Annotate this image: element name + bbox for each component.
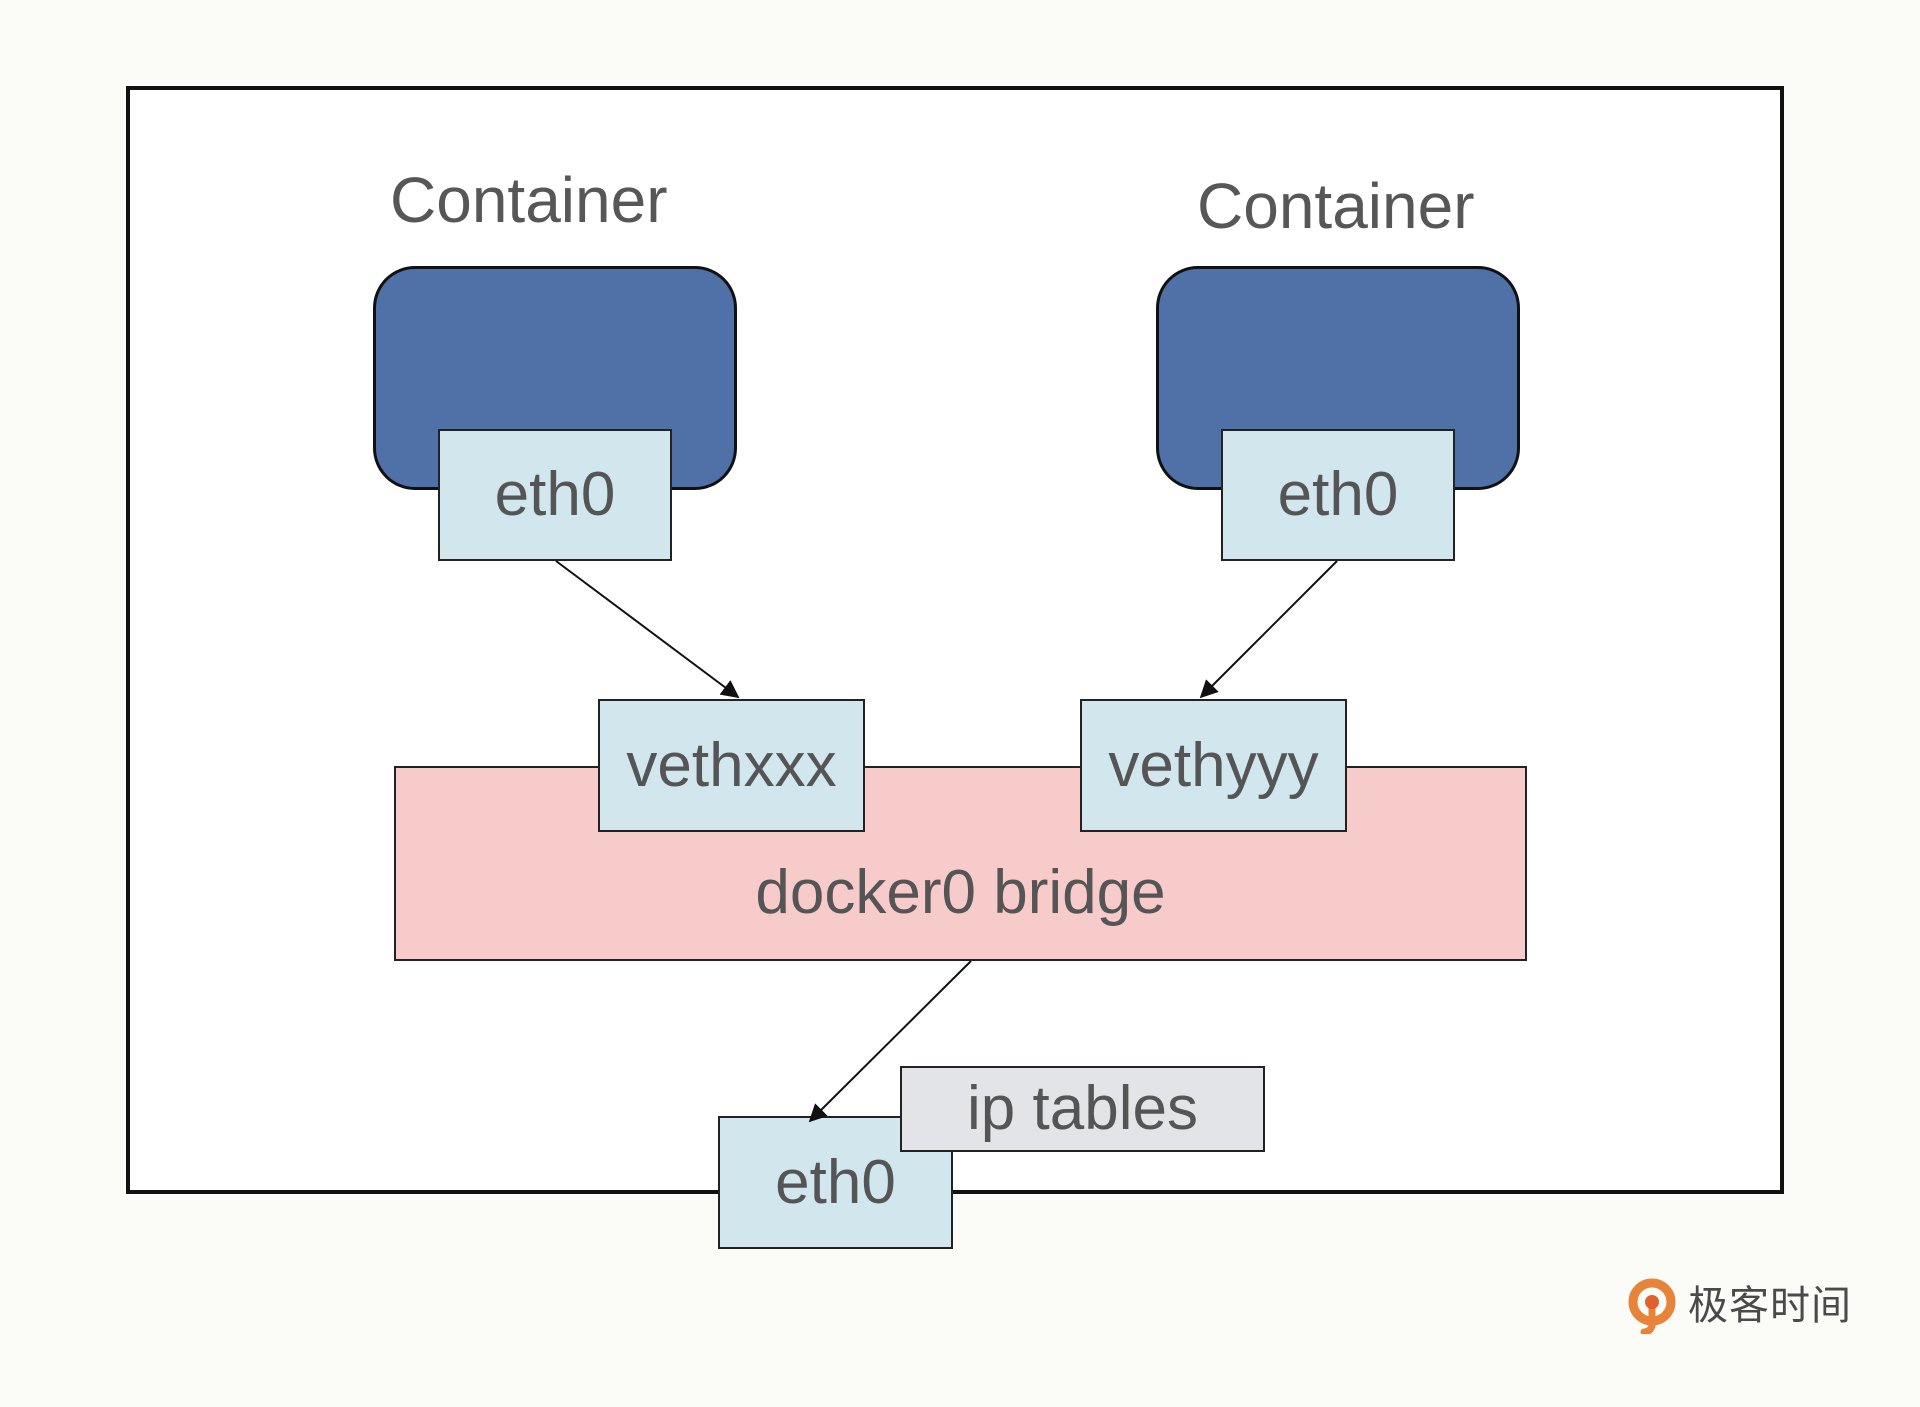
container-right-title: Container	[1197, 170, 1475, 242]
host-eth0: eth0	[718, 1116, 953, 1249]
geektime-logo-text: 极客时间	[1688, 1284, 1852, 1328]
container-left-eth0: eth0	[438, 429, 672, 561]
container-right-eth0: eth0	[1221, 429, 1455, 561]
container-left-title: Container	[390, 164, 668, 236]
host-frame	[126, 86, 1784, 1194]
geektime-logo-icon	[1628, 1278, 1676, 1334]
geektime-logo: 极客时间	[1628, 1278, 1852, 1334]
docker0-bridge-label: docker0 bridge	[755, 858, 1166, 927]
veth-left: vethxxx	[598, 699, 865, 832]
veth-right: vethyyy	[1080, 699, 1347, 832]
iptables-box: ip tables	[900, 1066, 1265, 1152]
